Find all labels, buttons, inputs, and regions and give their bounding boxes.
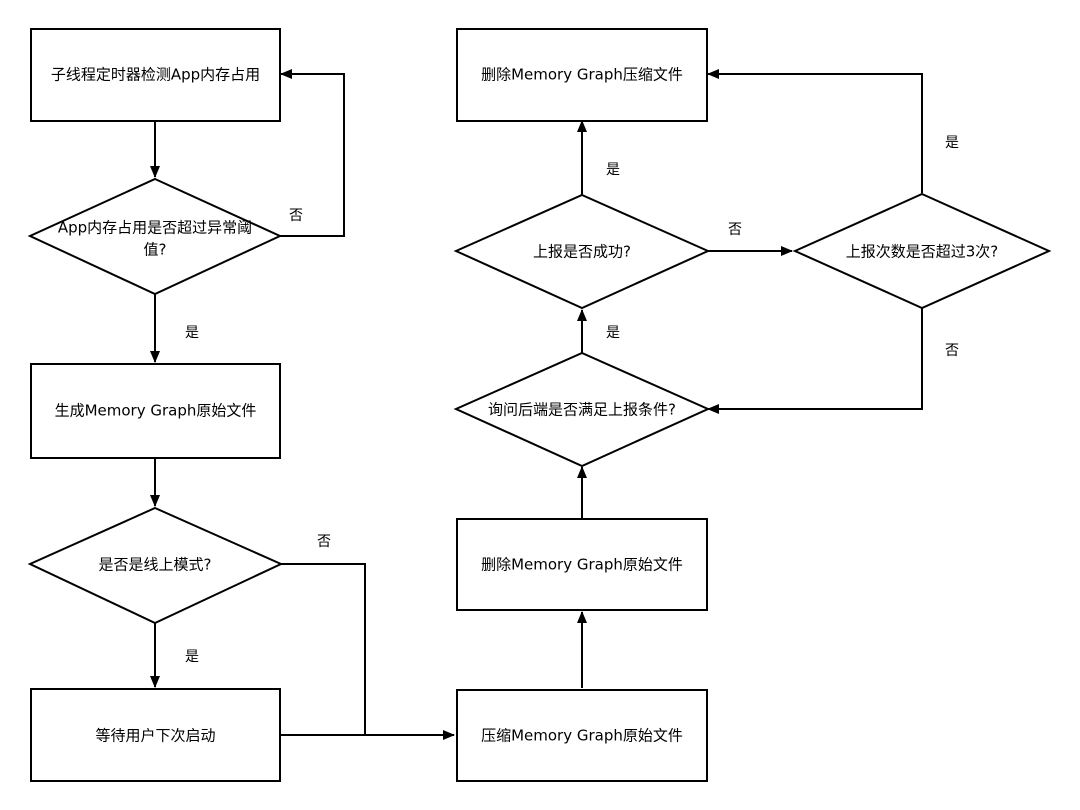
node-online-question-label: 是否是线上模式? [99, 556, 212, 574]
node-ask-backend-question-label: 询问后端是否满足上报条件? [488, 401, 676, 419]
edge-label-threshold-no: 否 [289, 208, 303, 224]
node-wait-start-label: 等待用户下次启动 [95, 727, 215, 745]
node-delete-raw-label: 删除Memory Graph原始文件 [481, 556, 683, 574]
node-threshold-question: App内存占用是否超过异常阈 值? [27, 177, 283, 296]
edge-label-retry-yes: 是 [945, 135, 959, 151]
node-delete-raw: 删除Memory Graph原始文件 [456, 518, 708, 611]
node-retry-question: 上报次数是否超过3次? [792, 192, 1052, 310]
node-threshold-question-label-line2: 值? [144, 241, 167, 259]
edge-label-retry-no: 否 [945, 343, 959, 359]
edge-label-online-yes: 是 [185, 649, 199, 665]
node-ask-backend-question: 询问后端是否满足上报条件? [453, 351, 711, 468]
edge-label-ask-yes: 是 [606, 325, 620, 341]
edge-online-no [281, 563, 366, 735]
edge-label-threshold-yes: 是 [185, 325, 199, 341]
edge-threshold-no-loop [280, 69, 345, 237]
node-timer-check-label: 子线程定时器检测App内存占用 [51, 66, 260, 84]
edge-retry-no [707, 308, 923, 414]
node-upload-question: 上报是否成功? [453, 193, 711, 310]
node-threshold-question-label-line1: App内存占用是否超过异常阈 [58, 219, 252, 237]
node-compress: 压缩Memory Graph原始文件 [456, 689, 708, 782]
edge-label-upload-yes: 是 [606, 162, 620, 178]
node-compress-label: 压缩Memory Graph原始文件 [481, 727, 683, 745]
node-retry-question-label: 上报次数是否超过3次? [846, 243, 999, 261]
edge-retry-yes [707, 69, 923, 193]
node-wait-start: 等待用户下次启动 [30, 688, 281, 782]
node-gen-graph: 生成Memory Graph原始文件 [30, 363, 281, 459]
node-delete-zip: 删除Memory Graph压缩文件 [456, 28, 708, 122]
node-gen-graph-label: 生成Memory Graph原始文件 [55, 402, 257, 420]
node-timer-check: 子线程定时器检测App内存占用 [30, 28, 281, 122]
node-upload-question-label: 上报是否成功? [533, 243, 631, 261]
node-delete-zip-label: 删除Memory Graph压缩文件 [481, 66, 683, 84]
edge-label-online-no: 否 [317, 534, 331, 550]
edge-label-upload-no: 否 [728, 222, 742, 238]
node-online-question: 是否是线上模式? [27, 506, 284, 625]
